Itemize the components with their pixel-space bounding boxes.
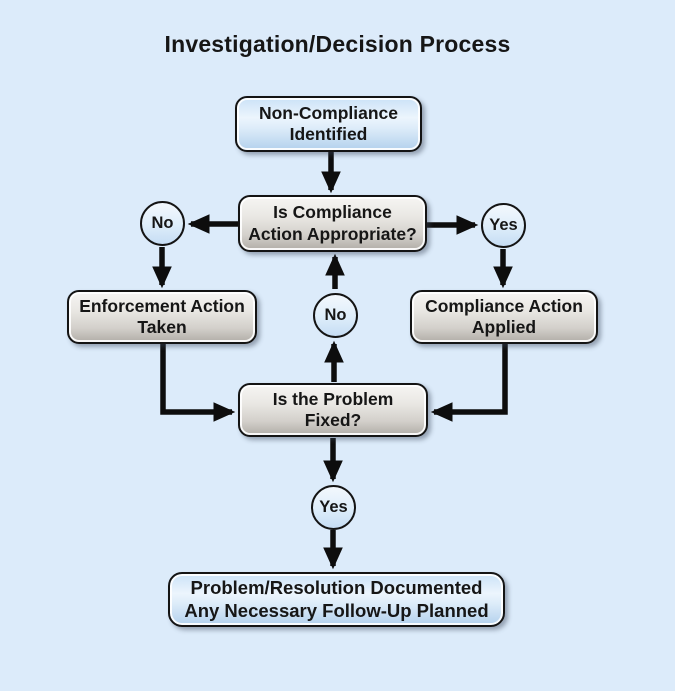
arrow-enforcement-to-decision2 (160, 341, 236, 422)
flowchart-node-is-compliance-action-appropriate: Is Compliance Action Appropriate? (238, 195, 427, 252)
flowchart-node-enforcement-action-taken: Enforcement Action Taken (67, 290, 257, 344)
branch-label-yes-bottom: Yes (311, 485, 356, 530)
branch-label-no-middle: No (313, 293, 358, 338)
branch-label-yes-right: Yes (481, 203, 526, 248)
branch-label-no-left: No (140, 201, 185, 246)
flowchart-node-compliance-action-applied: Compliance Action Applied (410, 290, 598, 344)
arrow-compliance-to-decision2 (430, 341, 508, 422)
flowchart-node-is-the-problem-fixed: Is the Problem Fixed? (238, 383, 428, 437)
flowchart-node-non-compliance-identified: Non-Compliance Identified (235, 96, 422, 152)
diagram-title: Investigation/Decision Process (164, 31, 511, 57)
flowchart-node-problem-resolution-documented: Problem/Resolution Documented Any Necess… (168, 572, 505, 627)
